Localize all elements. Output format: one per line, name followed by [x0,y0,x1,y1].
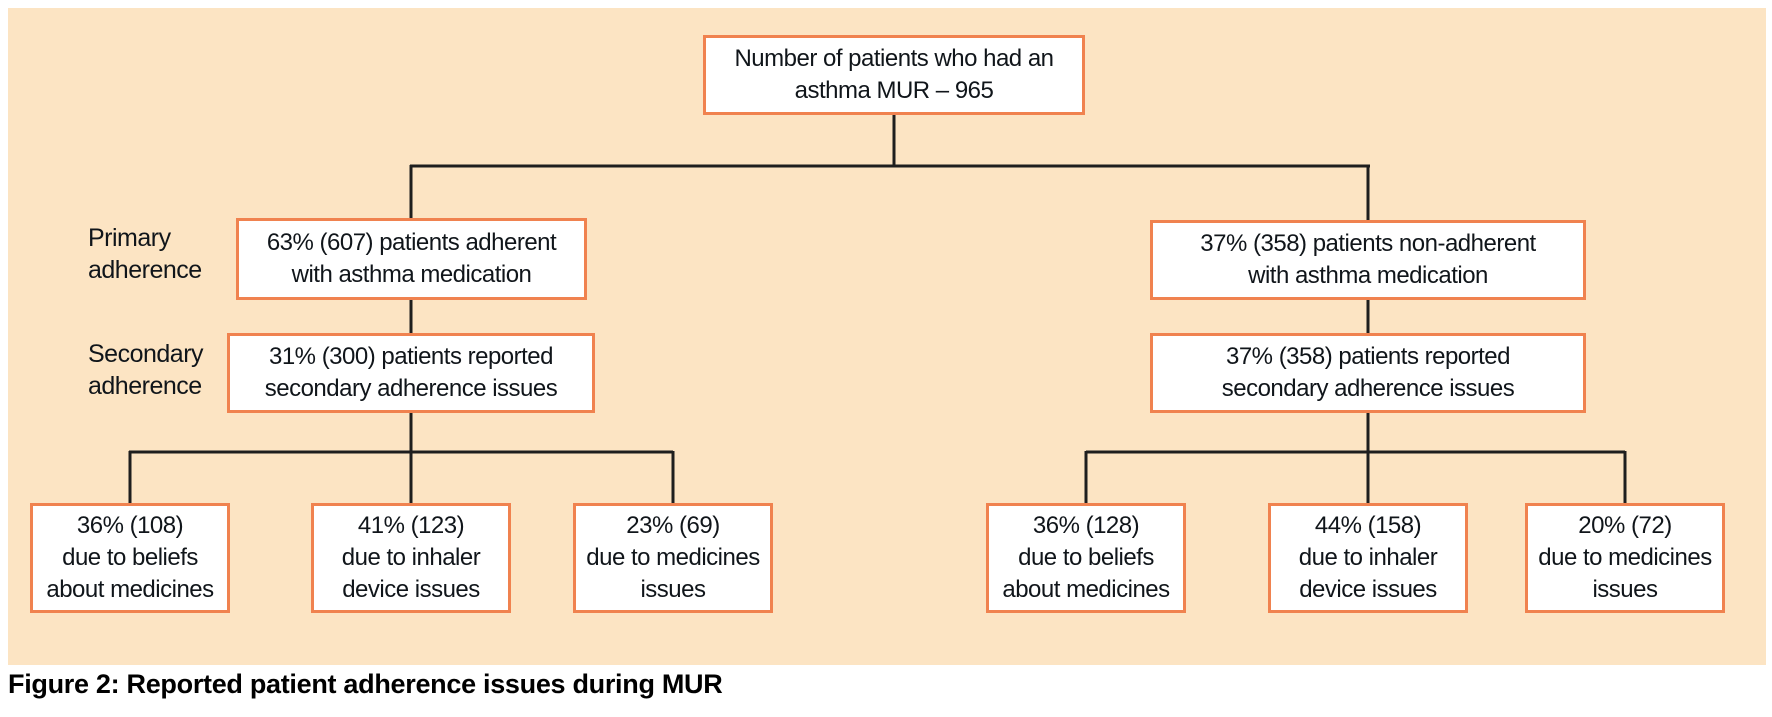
figure-caption: Figure 2: Reported patient adherence iss… [8,669,723,699]
leaf-right-beliefs-about-medicines: 36% (128) due to beliefs about medicines [986,503,1186,613]
row-label-primary-adherence: Primary adherence [88,224,202,284]
node-secondary-issues-adherent: 31% (300) patients reported secondary ad… [227,333,595,413]
node-primary-non-adherent: 37% (358) patients non-adherent with ast… [1150,220,1586,300]
leaf-left-inhaler-device-issues: 41% (123) due to inhaler device issues [311,503,511,613]
leaf-right-medicines-issues: 20% (72) due to medicines issues [1525,503,1725,613]
node-secondary-issues-non-adherent: 37% (358) patients reported secondary ad… [1150,333,1586,413]
node-total-patients: Number of patients who had an asthma MUR… [703,35,1085,115]
row-label-secondary-adherence: Secondary adherence [88,340,204,400]
leaf-right-inhaler-device-issues: 44% (158) due to inhaler device issues [1268,503,1468,613]
node-primary-adherent: 63% (607) patients adherent with asthma … [236,218,587,300]
leaf-left-medicines-issues: 23% (69) due to medicines issues [573,503,773,613]
leaf-left-beliefs-about-medicines: 36% (108) due to beliefs about medicines [30,503,230,613]
